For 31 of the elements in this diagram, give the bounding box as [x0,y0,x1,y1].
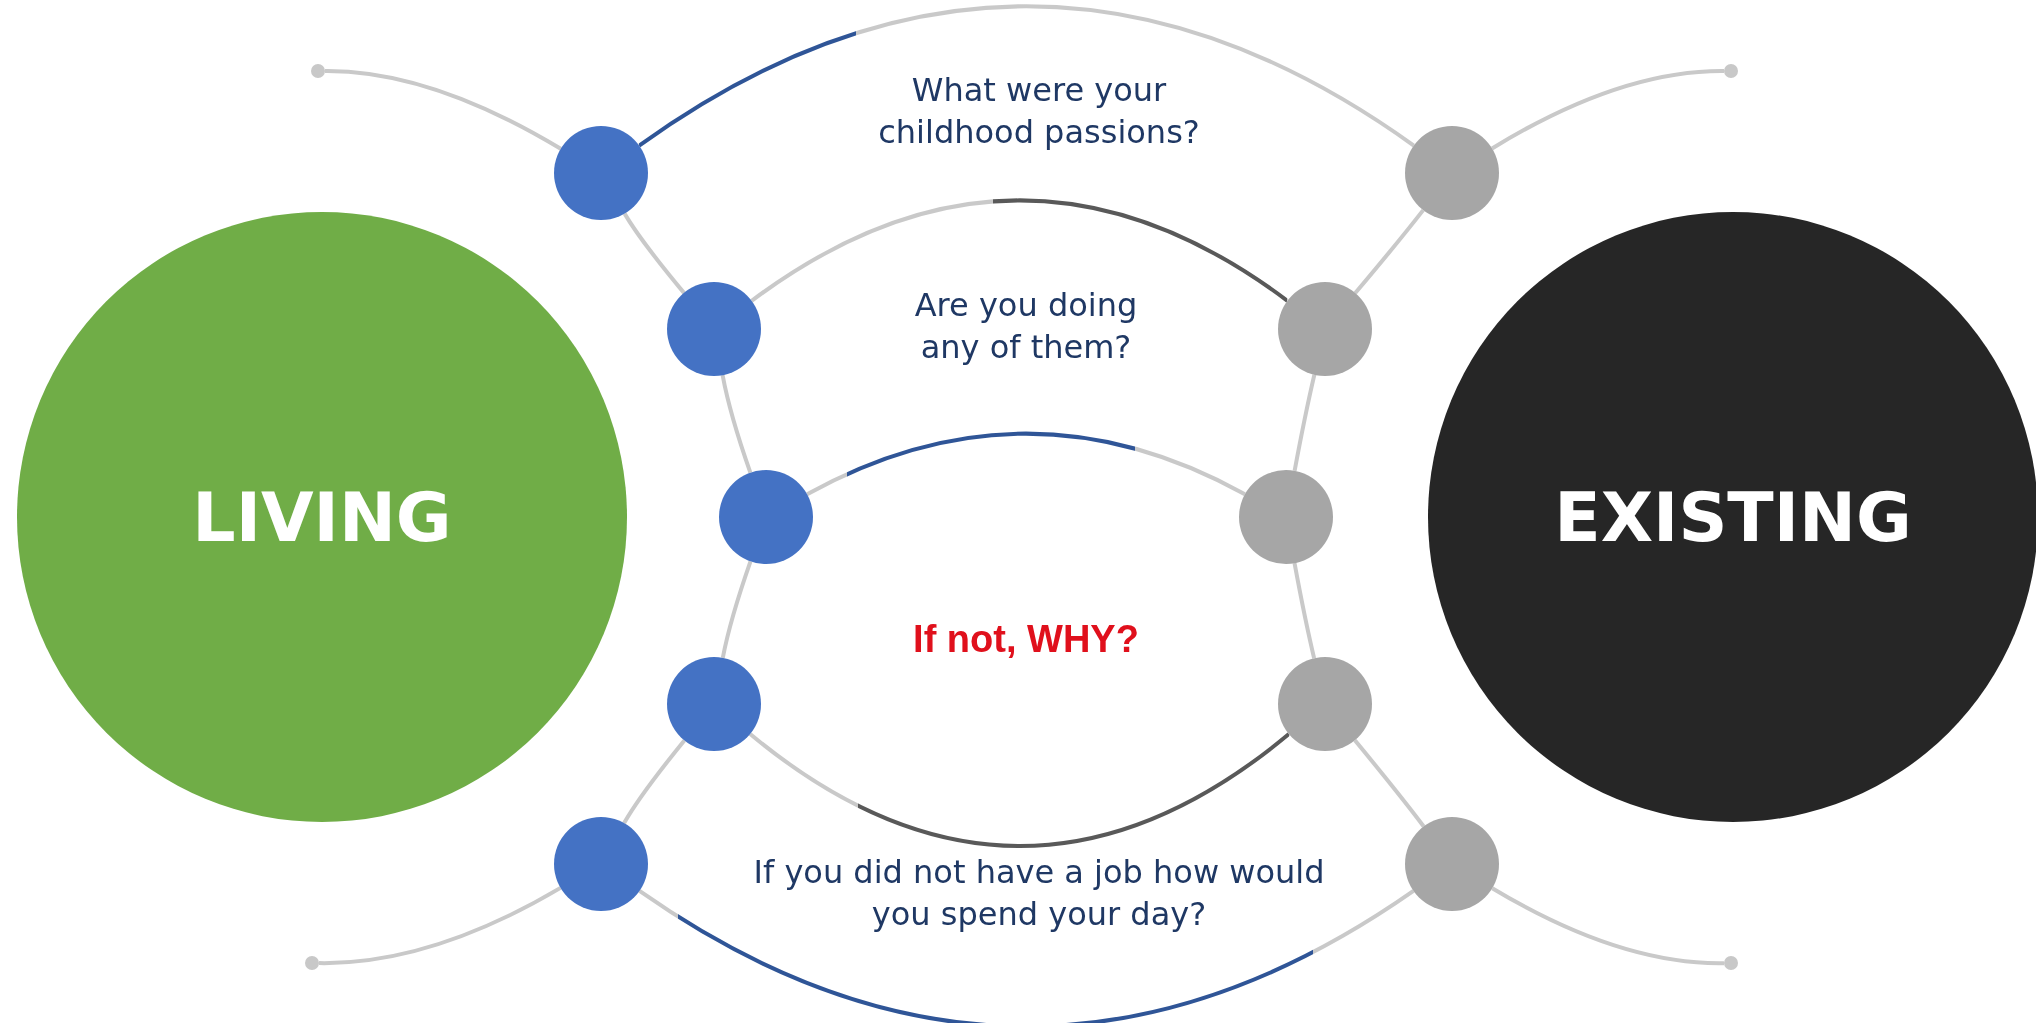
connector-arc [748,732,1291,848]
dot-node [1405,817,1499,911]
dot-node [1405,126,1499,220]
connector-arc [1491,886,1725,966]
dot-node [554,817,648,911]
dot-node [554,126,648,220]
connector-arc [622,212,686,295]
dot-node [311,64,325,78]
node-label: LIVING [192,477,452,557]
node-label: EXISTING [1554,477,1912,557]
dot-node [1724,64,1738,78]
connector-arc [806,431,1246,496]
dot-node [1724,956,1738,970]
connector-arc [720,374,753,474]
connector-arc [1292,562,1317,659]
connector-arc [1292,374,1317,472]
dot-node [305,956,319,970]
question-text: If not, WHY? [912,617,1140,662]
question-text: What were your childhood passions? [877,70,1201,153]
connector-arc [1353,739,1426,828]
connector-arc [1491,68,1725,151]
connector-arc [720,560,753,659]
connector-arc [750,198,1289,303]
connector-arc [622,739,686,825]
connector-arc [1353,208,1425,295]
connector-arc [324,68,562,151]
question-text: Are you doing any of them? [913,285,1139,368]
connector-arc [318,886,562,966]
connector-arc [638,889,1415,1023]
question-text: If you did not have a job how would you spend your day? [752,852,1326,935]
connector-arc [638,4,1415,148]
